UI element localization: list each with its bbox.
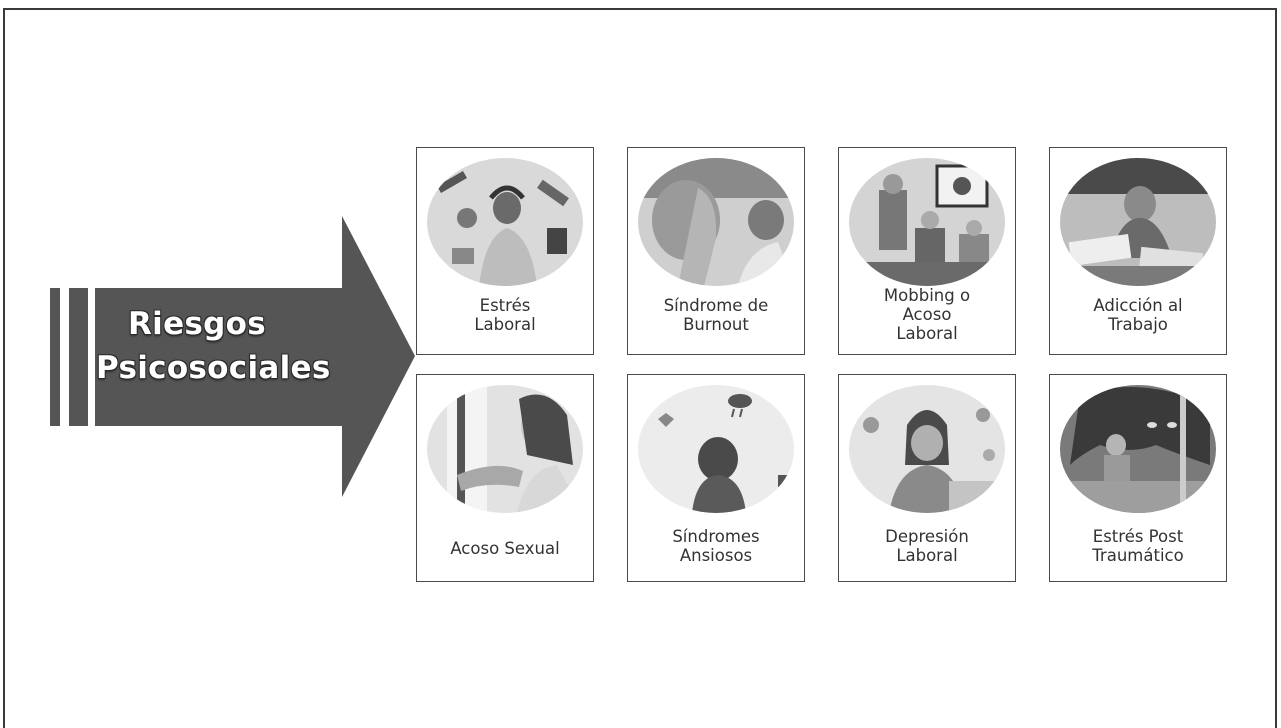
card-acoso-sexual: Acoso Sexual [416, 374, 594, 582]
workaholic-illustration-icon [1060, 158, 1216, 286]
card-label: Síndrome de Burnout [663, 296, 769, 334]
card-sindromes-ansiosos: Síndromes Ansiosos [627, 374, 805, 582]
arrow-stripe-2 [69, 288, 88, 426]
diagram-title: Riesgos Psicosociales [96, 302, 331, 390]
stress-illustration-icon [427, 158, 583, 286]
title-line-1: Riesgos [127, 306, 266, 342]
depression-illustration-icon [849, 385, 1005, 513]
card-mobbing: Mobbing o Acoso Laboral [838, 147, 1016, 355]
card-adiccion-trabajo: Adicción al Trabajo [1049, 147, 1227, 355]
card-burnout: Síndrome de Burnout [627, 147, 805, 355]
card-estres-post-traumatico: Estrés Post Traumático [1049, 374, 1227, 582]
card-estres-laboral: Estrés Laboral [416, 147, 594, 355]
mobbing-illustration-icon [849, 158, 1005, 286]
card-label: Depresión Laboral [885, 527, 969, 565]
ptsd-illustration-icon [1060, 385, 1216, 513]
card-label: Estrés Laboral [474, 296, 536, 334]
burnout-illustration-icon [638, 158, 794, 286]
card-label: Síndromes Ansiosos [672, 527, 760, 565]
card-label: Estrés Post Traumático [1092, 527, 1184, 565]
anxiety-illustration-icon [638, 385, 794, 513]
arrow-stripe-1 [50, 288, 60, 426]
arrow-body [95, 216, 415, 497]
card-label: Acoso Sexual [450, 539, 560, 558]
card-depresion-laboral: Depresión Laboral [838, 374, 1016, 582]
card-label: Adicción al Trabajo [1093, 296, 1183, 334]
card-label: Mobbing o Acoso Laboral [883, 286, 971, 343]
title-line-2: Psicosociales [96, 350, 331, 386]
harassment-illustration-icon [427, 385, 583, 513]
